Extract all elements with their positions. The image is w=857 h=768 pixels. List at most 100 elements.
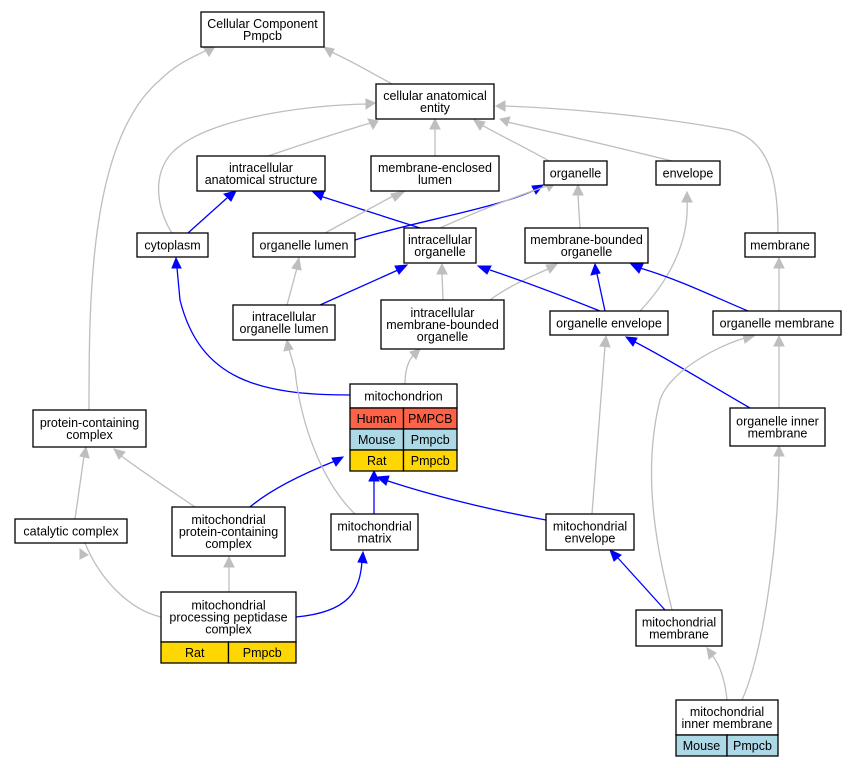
part-of-edge xyxy=(319,264,409,306)
edge-line xyxy=(74,455,85,520)
arrowhead-icon xyxy=(609,549,622,562)
node-cytoplasm[interactable]: cytoplasm xyxy=(136,232,209,258)
is-a-edge xyxy=(650,333,756,611)
node-box xyxy=(370,155,500,192)
node-organelle-membrane[interactable]: organelle membrane xyxy=(712,310,842,336)
is-a-edge xyxy=(79,542,162,618)
is-a-edge xyxy=(74,445,90,520)
node-box xyxy=(380,299,505,350)
node-label-line: protein-containing xyxy=(179,525,278,539)
edge-line xyxy=(288,348,356,515)
arrowhead-icon xyxy=(498,116,511,127)
node-organelle[interactable]: organelle xyxy=(543,160,608,186)
arrowhead-icon xyxy=(590,262,601,276)
edge-line xyxy=(634,341,751,409)
annotation-gene-cell xyxy=(402,449,458,472)
node-box xyxy=(403,227,477,264)
annotation-species-label: Human xyxy=(357,412,397,426)
arrowhead-icon xyxy=(436,262,448,275)
arrowhead-icon xyxy=(773,256,785,269)
node-label-line: organelle inner xyxy=(736,415,819,429)
arrowhead-icon xyxy=(331,456,345,467)
edge-line xyxy=(324,195,394,234)
edge-line xyxy=(596,273,606,312)
node-envelope[interactable]: envelope xyxy=(655,160,721,186)
is-a-edge xyxy=(741,444,785,701)
node-box xyxy=(232,304,336,341)
node-label-line: membrane xyxy=(750,239,810,253)
arrowhead-icon xyxy=(681,190,693,203)
node-label-line: organelle membrane xyxy=(720,317,835,331)
edge-line xyxy=(187,197,228,234)
node-membrane[interactable]: membrane xyxy=(744,232,816,258)
node-label-line: complex xyxy=(66,428,113,442)
node-box xyxy=(543,160,608,186)
edge-line xyxy=(286,267,298,306)
node-label-line: processing peptidase xyxy=(169,611,287,625)
annotation-gene-label: Pmpcb xyxy=(733,739,772,753)
node-label-line: membrane-enclosed xyxy=(378,161,492,175)
is-a-edge xyxy=(473,119,550,162)
annotation-species-label: Mouse xyxy=(683,739,721,753)
node-label-line: organelle lumen xyxy=(260,239,349,253)
arrowhead-icon xyxy=(365,98,377,110)
edge-line xyxy=(84,542,162,618)
annotation-gene-label: Pmpcb xyxy=(411,454,450,468)
node-label-line: membrane-bounded xyxy=(386,318,499,332)
is-a-edge xyxy=(324,190,407,234)
is-a-edge xyxy=(322,46,393,85)
edge-line xyxy=(711,654,728,701)
arrowhead-icon xyxy=(545,263,559,274)
part-of-edge xyxy=(375,475,547,521)
arrowhead-icon xyxy=(79,445,90,459)
node-label-line: intracellular xyxy=(408,233,472,247)
arrowhead-icon xyxy=(473,119,486,131)
node-box xyxy=(32,409,147,448)
annotation-species-label: Mouse xyxy=(358,433,396,447)
arrowhead-icon xyxy=(368,469,380,482)
arrowhead-icon xyxy=(706,647,717,660)
is-a-edge xyxy=(88,47,215,411)
node-label-line: mitochondrial xyxy=(690,705,764,719)
node-label-line: organelle envelope xyxy=(556,317,662,331)
node-organelle-lumen[interactable]: organelle lumen xyxy=(252,232,356,258)
part-of-edge xyxy=(171,256,351,396)
edge-line xyxy=(477,122,550,162)
edge-line xyxy=(617,557,666,611)
arrowhead-icon xyxy=(283,338,294,352)
is-a-edge xyxy=(436,262,448,301)
arrowhead-icon xyxy=(624,336,638,347)
edge-line xyxy=(88,47,211,411)
arrowhead-icon xyxy=(171,256,182,269)
is-a-edge xyxy=(286,256,302,306)
node-label-line: mitochondrial xyxy=(191,599,265,613)
arrowhead-icon xyxy=(572,183,584,196)
node-label-line: organelle xyxy=(414,245,465,259)
part-of-edge xyxy=(476,265,601,312)
node-catalytic-complex[interactable]: catalytic complex xyxy=(14,518,128,544)
arrowhead-icon xyxy=(223,190,237,202)
node-organelle-envelope[interactable]: organelle envelope xyxy=(549,310,669,336)
annotation-gene-label: Pmpcb xyxy=(411,433,450,447)
node-label-line: membrane-bounded xyxy=(530,233,643,247)
is-a-edge xyxy=(404,348,421,385)
arrowhead-icon xyxy=(390,190,407,202)
